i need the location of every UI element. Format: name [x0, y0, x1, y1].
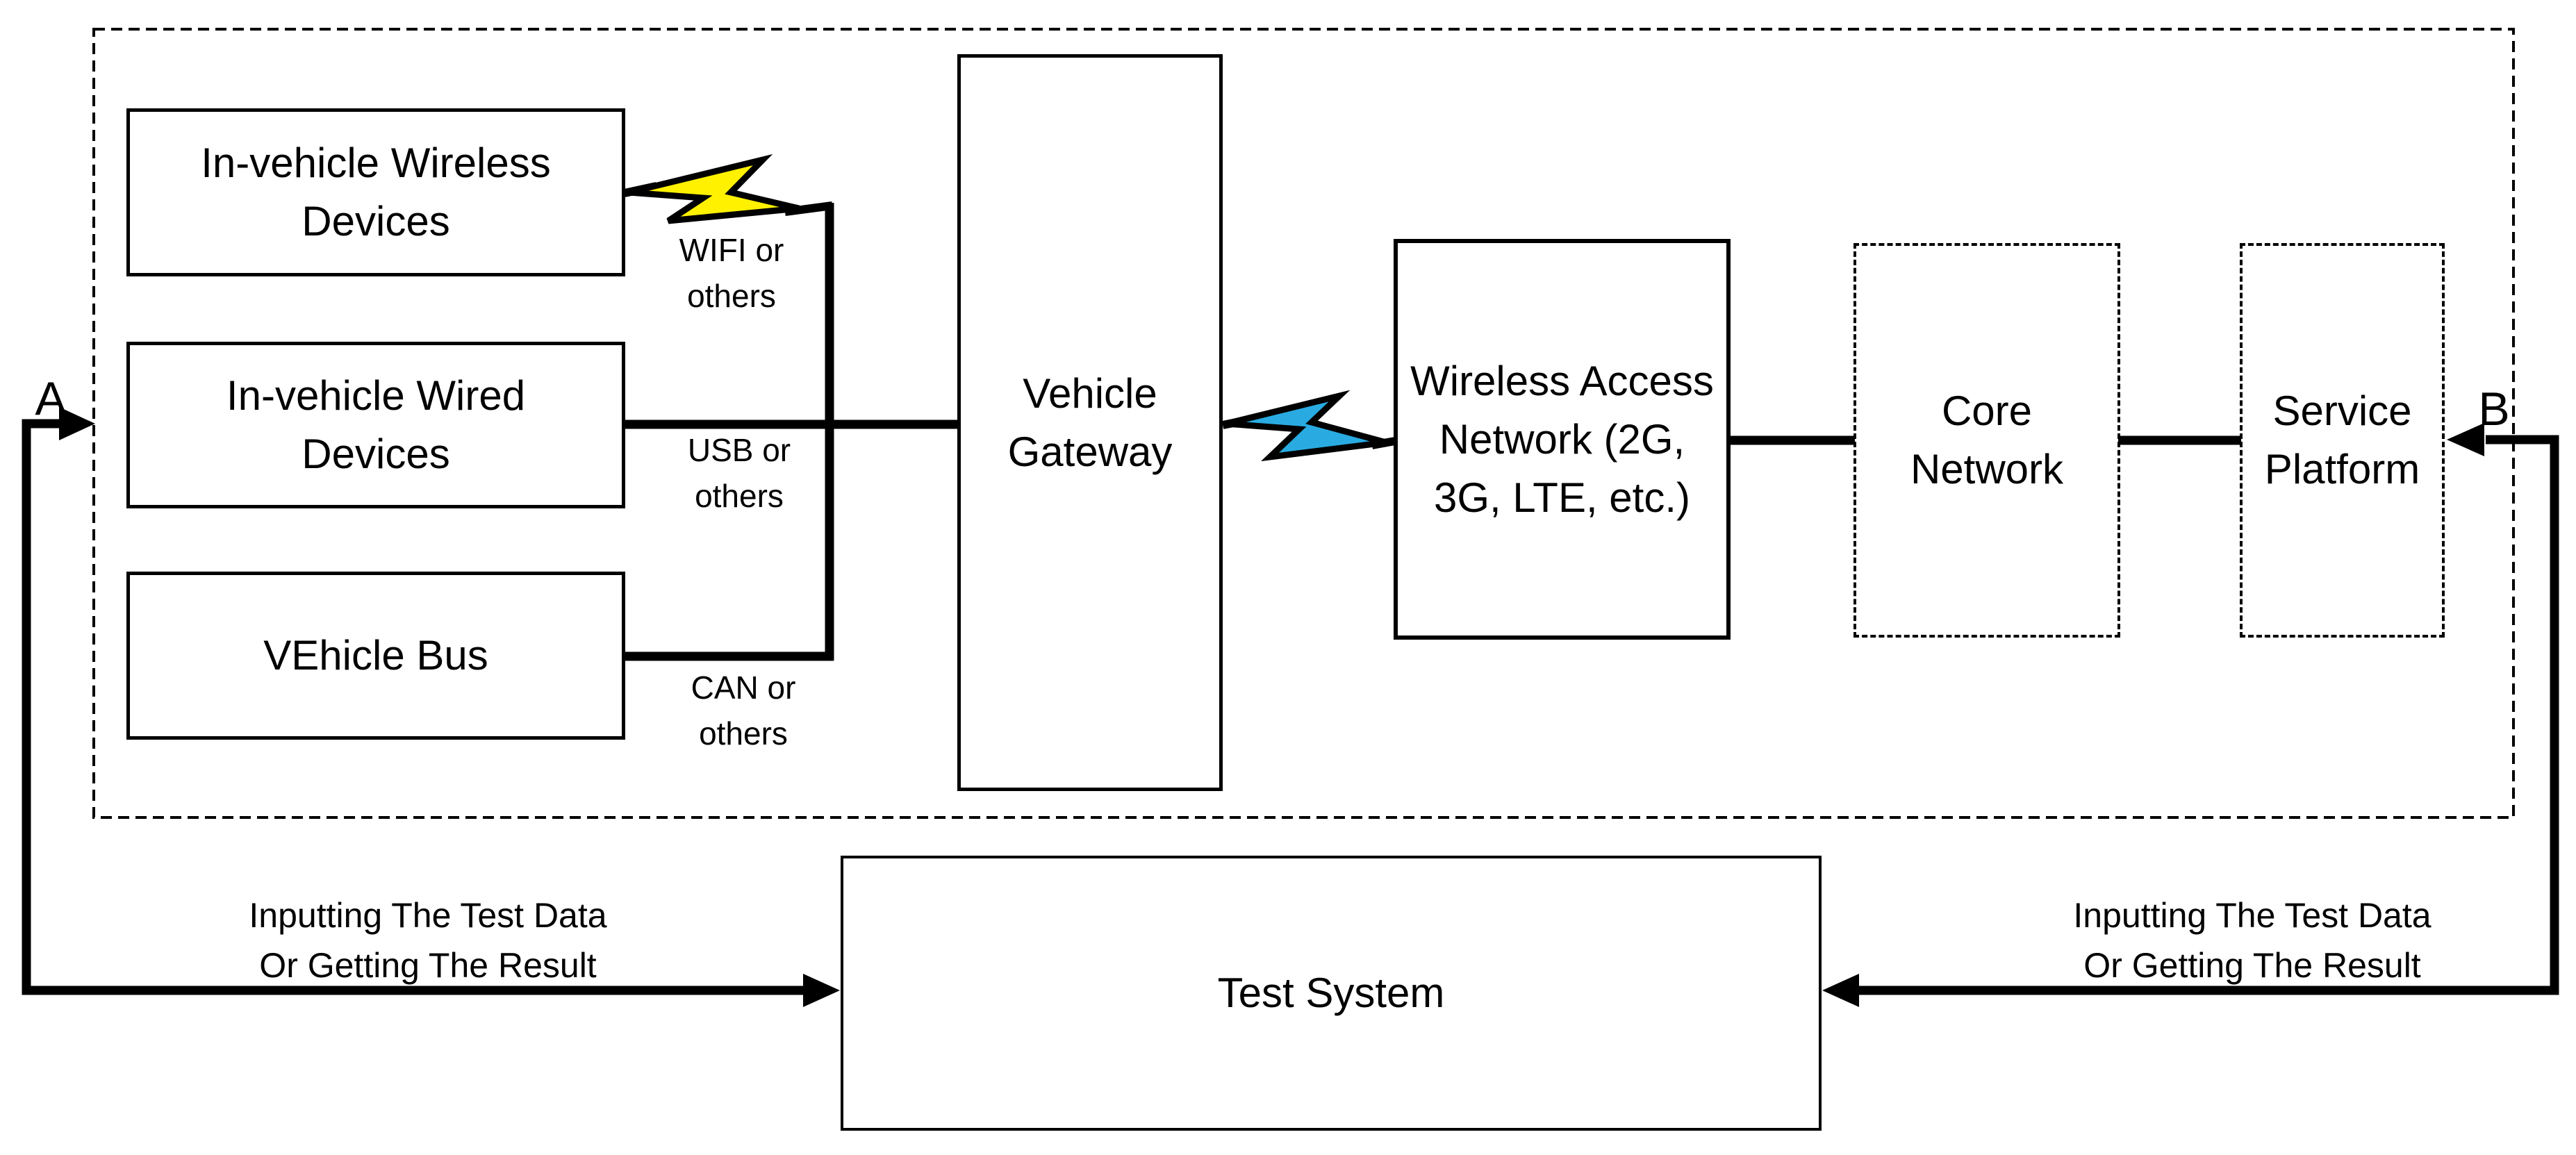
wifi-bolt-shape — [627, 153, 800, 224]
node-label-line: Vehicle — [1023, 369, 1157, 417]
node-service-platform: Service Platform — [2240, 243, 2445, 638]
node-label-line: Network (2G, — [1439, 415, 1685, 463]
node-in-vehicle-wireless-devices: In-vehicle Wireless Devices — [126, 108, 625, 276]
flow-label-right: Inputting The Test Data Or Getting The R… — [2009, 890, 2495, 990]
node-label-line: 3G, LTE, etc.) — [1434, 474, 1690, 521]
cellular-bolt-left-tail — [1221, 415, 1252, 429]
link-label-usb: USB or others — [625, 427, 854, 519]
node-label-line: VEhicle Bus — [263, 632, 488, 679]
node-label-line: Devices — [302, 198, 450, 244]
cellular-bolt-right-tail — [1371, 437, 1396, 449]
flow-label-left: Inputting The Test Data Or Getting The R… — [185, 890, 671, 990]
link-label-line: WIFI or — [679, 232, 784, 268]
node-label-line: Network — [1910, 446, 2064, 492]
flow-label-line: Or Getting The Result — [2083, 946, 2421, 985]
link-label-line: others — [687, 278, 776, 314]
node-label-line: Platform — [2264, 446, 2420, 492]
node-label-line: Test System — [1217, 970, 1445, 1016]
node-label-line: Core — [1941, 388, 2033, 434]
node-label-line: Service — [2272, 388, 2412, 434]
node-in-vehicle-wired-devices: In-vehicle Wired Devices — [126, 342, 625, 508]
link-label-line: others — [699, 715, 788, 751]
node-core-network: Core Network — [1853, 243, 2120, 638]
link-label-line: others — [695, 478, 784, 514]
wifi-bolt-right-tail — [784, 201, 833, 216]
node-test-system: Test System — [841, 856, 1822, 1131]
node-vehicle-bus: VEhicle Bus — [126, 572, 625, 740]
test-point-b-label: B — [2478, 383, 2510, 435]
flow-label-line: Inputting The Test Data — [2073, 896, 2431, 935]
flow-label-line: Or Getting The Result — [259, 946, 597, 985]
link-label-can: CAN or others — [629, 665, 858, 756]
cellular-lightning-bolt-icon — [1221, 390, 1396, 462]
wifi-bolt-left-tail — [623, 182, 658, 197]
flow-label-line: Inputting The Test Data — [249, 896, 607, 935]
arrowhead-into-test-system-right — [1822, 974, 1859, 1007]
node-label-line: Wireless Access — [1410, 357, 1714, 404]
node-label-line: In-vehicle Wired — [226, 372, 526, 419]
test-point-a-label: A — [35, 372, 67, 425]
node-wireless-access-network: Wireless Access Network (2G, 3G, LTE, et… — [1394, 239, 1731, 640]
cellular-bolt-shape — [1225, 390, 1387, 462]
node-label-line: Devices — [302, 431, 450, 477]
arrowhead-into-test-system-left — [803, 974, 840, 1007]
wifi-lightning-bolt-icon — [623, 153, 833, 224]
link-label-wifi: WIFI or others — [617, 227, 846, 319]
link-label-line: USB or — [687, 432, 791, 468]
node-label-line: Gateway — [1007, 428, 1173, 475]
node-label-line: In-vehicle Wireless — [201, 140, 551, 186]
node-vehicle-gateway: Vehicle Gateway — [957, 54, 1223, 791]
link-label-line: CAN or — [691, 670, 796, 706]
